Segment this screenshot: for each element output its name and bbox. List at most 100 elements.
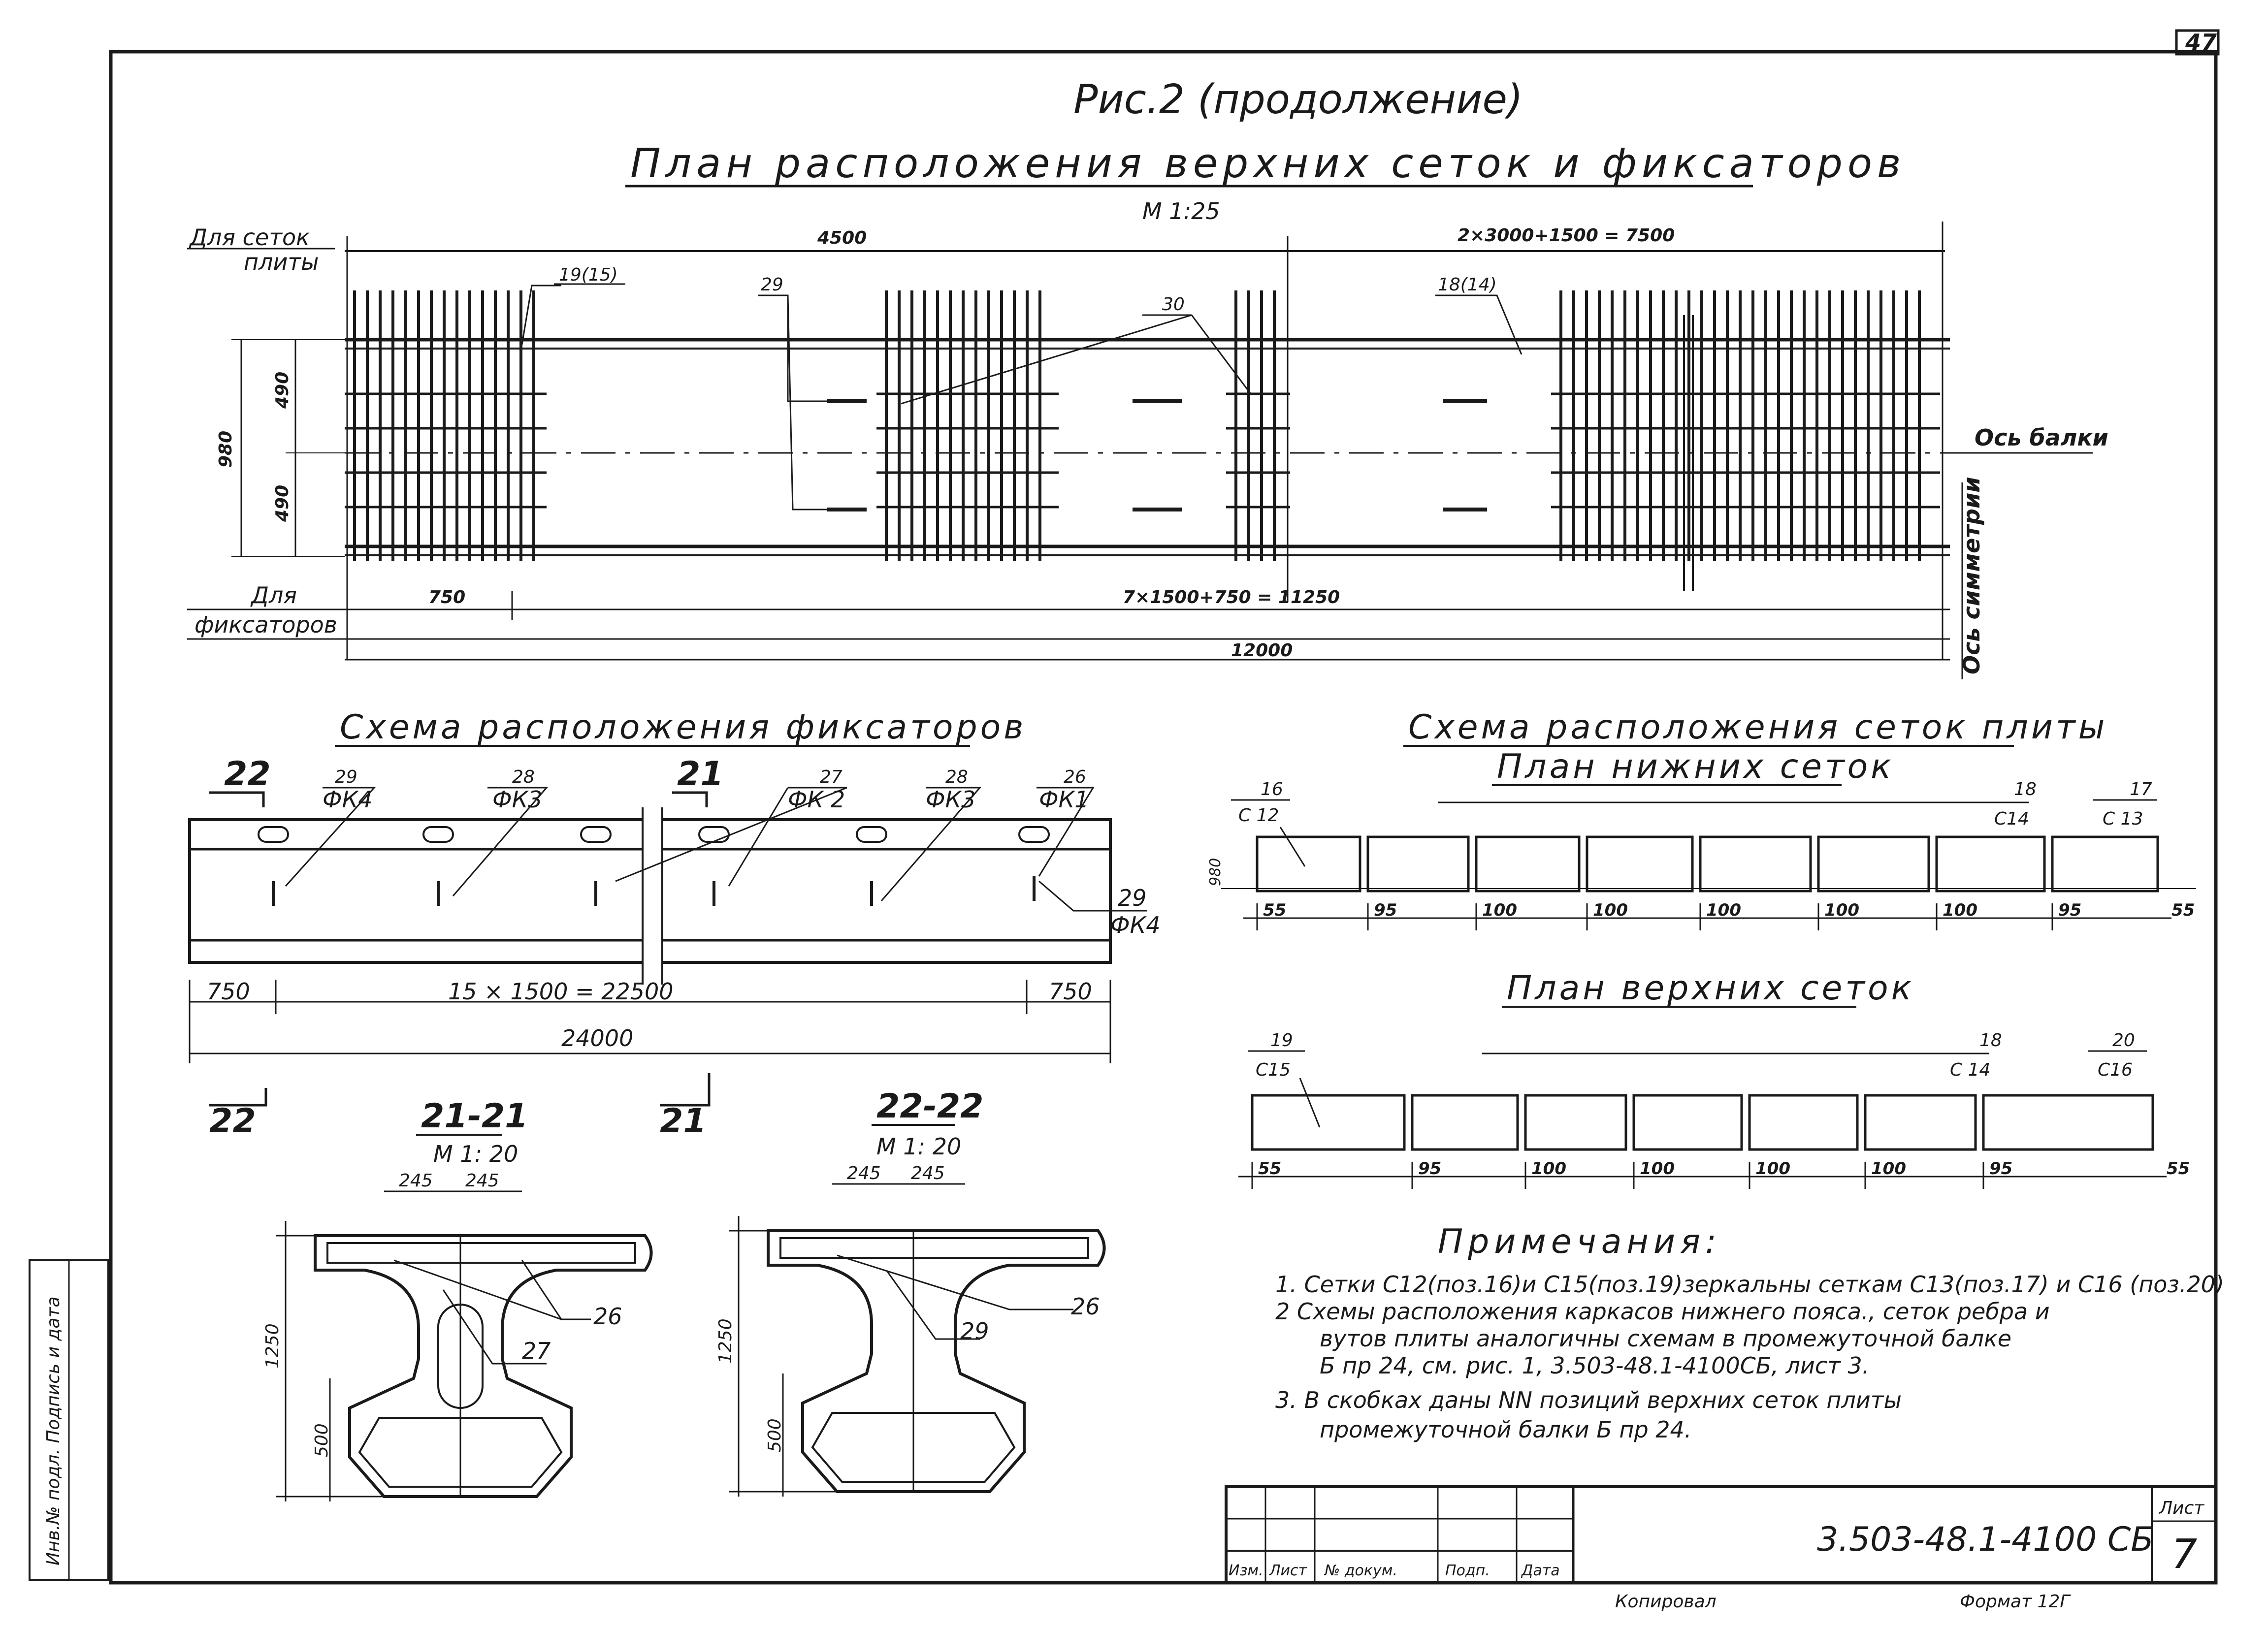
fix-dim-mid: 15 × 1500 = 22500 — [448, 978, 674, 1005]
upper-meshes-title: План верхних сеток — [1507, 969, 1914, 1008]
upper-right-code: С16 — [2098, 1060, 2133, 1080]
plan-dim-left-top: 4500 — [817, 228, 867, 248]
mesh-group-3 — [1226, 290, 1290, 561]
fix-dim-left: 750 — [207, 978, 250, 1005]
mesh-dim: 95 — [1418, 1159, 1441, 1179]
s22-scale: М 1: 20 — [876, 1133, 961, 1160]
tb-col-doc: № докум. — [1324, 1562, 1397, 1579]
plan-pos-18-14: 18(14) — [1438, 275, 1497, 295]
fix-label-right-num: 29 — [1118, 885, 1147, 911]
mesh-dim: 55 — [1258, 1159, 1281, 1179]
notes-title: Примечания: — [1438, 1222, 1721, 1261]
fix-label-2-num: 28 — [512, 767, 535, 787]
plan-pos-30: 30 — [1162, 294, 1185, 315]
mesh-dim: 55 — [1263, 900, 1286, 920]
plan-dim-fix-span: 7×1500+750 = 11250 — [1123, 587, 1340, 607]
cut-22-top: 22 — [224, 755, 271, 794]
tb-code: 3.503-48.1-4100 СБ — [1817, 1520, 2154, 1559]
plan-label-plates-2: плиты — [244, 249, 319, 275]
lower-mid-num: 18 — [2014, 779, 2037, 799]
fixator-labels: 29 ФК4 28 ФК3 27 ФК 2 28 ФК3 26 ФК1 29 Ф… — [285, 767, 1161, 938]
mesh-dim: 100 — [1593, 900, 1628, 920]
mesh-dim: 100 — [1755, 1159, 1790, 1179]
s21-bottom: 500 — [312, 1423, 332, 1457]
lower-right-num: 17 — [2130, 779, 2152, 799]
note-3b: промежуточной балки Б пр 24. — [1320, 1416, 1691, 1443]
fix-label-right-code: ФК4 — [1110, 912, 1161, 938]
fix-dim-total: 24000 — [561, 1025, 633, 1052]
lower-right-code: С 13 — [2103, 809, 2143, 829]
lower-mid-code: С14 — [1994, 809, 2029, 829]
mesh-dim: 95 — [1374, 900, 1397, 920]
fix-label-5-num: 26 — [1064, 767, 1086, 787]
s21-scale: М 1: 20 — [433, 1141, 518, 1167]
cut-22-bottom: 22 — [209, 1102, 256, 1141]
plan-dim-750: 750 — [428, 587, 465, 607]
mesh-group-1 — [345, 290, 547, 561]
s21-height: 1250 — [262, 1323, 283, 1369]
title-block: Изм. Лист № докум. Подп. Дата Лист 7 3.5… — [1225, 1485, 2217, 1612]
plan-view: 4500 2×3000+1500 = 7500 Для сеток плиты … — [187, 222, 2108, 679]
s22-bottom: 500 — [765, 1418, 785, 1452]
s22-dim-b: 245 — [911, 1163, 945, 1183]
note-3a: 3. В скобках даны NN позиций верхних сет… — [1275, 1387, 1902, 1413]
mesh-dim: 100 — [1824, 900, 1859, 920]
s21-dim-a: 245 — [399, 1171, 433, 1191]
s22-pos-b: 29 — [960, 1318, 989, 1344]
tb-sheet-label: Лист — [2158, 1498, 2204, 1518]
plan-label-fix-1: Для — [250, 582, 297, 608]
axis-beam-label: Ось балки — [1975, 424, 2108, 451]
mesh-dim: 95 — [1989, 1159, 2012, 1179]
notes: Примечания: 1. Сетки С12(поз.16)и С15(по… — [1275, 1222, 2224, 1443]
lower-left-code: С 12 — [1238, 805, 1279, 826]
mesh-dim: 100 — [1640, 1159, 1675, 1179]
mesh-dim: 100 — [1706, 900, 1741, 920]
mesh-dim: 100 — [1482, 900, 1517, 920]
mesh-dim: 100 — [1531, 1159, 1566, 1179]
note-2c: Б пр 24, см. рис. 1, 3.503-48.1-4100СБ, … — [1320, 1352, 1869, 1379]
tb-format: Формат 12Г — [1960, 1592, 2071, 1612]
upper-right-num: 20 — [2112, 1030, 2135, 1051]
fix-label-4-num: 28 — [945, 767, 968, 787]
mesh-scheme: Схема расположения сеток плиты План нижн… — [1207, 708, 2196, 1189]
mesh-group-2 — [876, 290, 1059, 561]
section-21-21: 21-21 М 1: 20 245 245 1250 500 26 27 — [262, 1097, 653, 1501]
mesh-group-4 — [1551, 290, 1940, 561]
upper-left-code: С15 — [1256, 1060, 1291, 1080]
plan-dim-490-bottom: 490 — [272, 485, 292, 522]
plan-dim-980: 980 — [216, 431, 236, 468]
fix-label-5-code: ФК1 — [1039, 786, 1089, 813]
note-2b: вутов плиты аналогичны схемам в промежут… — [1320, 1325, 2011, 1352]
tb-col-izm: Изм. — [1229, 1562, 1264, 1579]
fix-label-3-num: 27 — [820, 767, 842, 787]
tb-sheet-num: 7 — [2171, 1531, 2197, 1578]
plan-scale: М 1:25 — [1142, 198, 1220, 224]
s21-dim-b: 245 — [465, 1171, 499, 1191]
plan-pos-29: 29 — [761, 275, 783, 295]
s22-dim-a: 245 — [847, 1163, 881, 1183]
mesh-dim: 100 — [1943, 900, 1977, 920]
plan-label-fix-2: фиксаторов — [194, 611, 337, 638]
lower-height: 980 — [1207, 858, 1224, 886]
lower-meshes-title: План нижних сеток — [1497, 747, 1894, 786]
mesh-scheme-title: Схема расположения сеток плиты — [1408, 708, 2107, 747]
note-2a: 2 Схемы расположения каркасов нижнего по… — [1275, 1298, 2050, 1325]
sheet-frame — [109, 50, 2218, 1585]
tb-copied: Копировал — [1615, 1592, 1717, 1612]
lower-left-num: 16 — [1261, 779, 1283, 799]
tb-col-list: Лист — [1269, 1562, 1308, 1579]
s21-title: 21-21 — [421, 1097, 528, 1136]
mesh-dim: 55 — [2167, 1159, 2190, 1179]
side-stamp-text: Инв.№ подл. Подпись и дата — [43, 1296, 64, 1565]
cut-21-bottom: 21 — [660, 1102, 707, 1141]
s22-title: 22-22 — [876, 1087, 983, 1126]
s21-pos-a: 26 — [593, 1303, 622, 1330]
plan-pos-19-15: 19(15) — [559, 265, 618, 285]
upper-mid-num: 18 — [1979, 1030, 2002, 1051]
plan-dim-right-top: 2×3000+1500 = 7500 — [1458, 225, 1675, 246]
plan-label-plates-1: Для сеток — [189, 224, 310, 251]
